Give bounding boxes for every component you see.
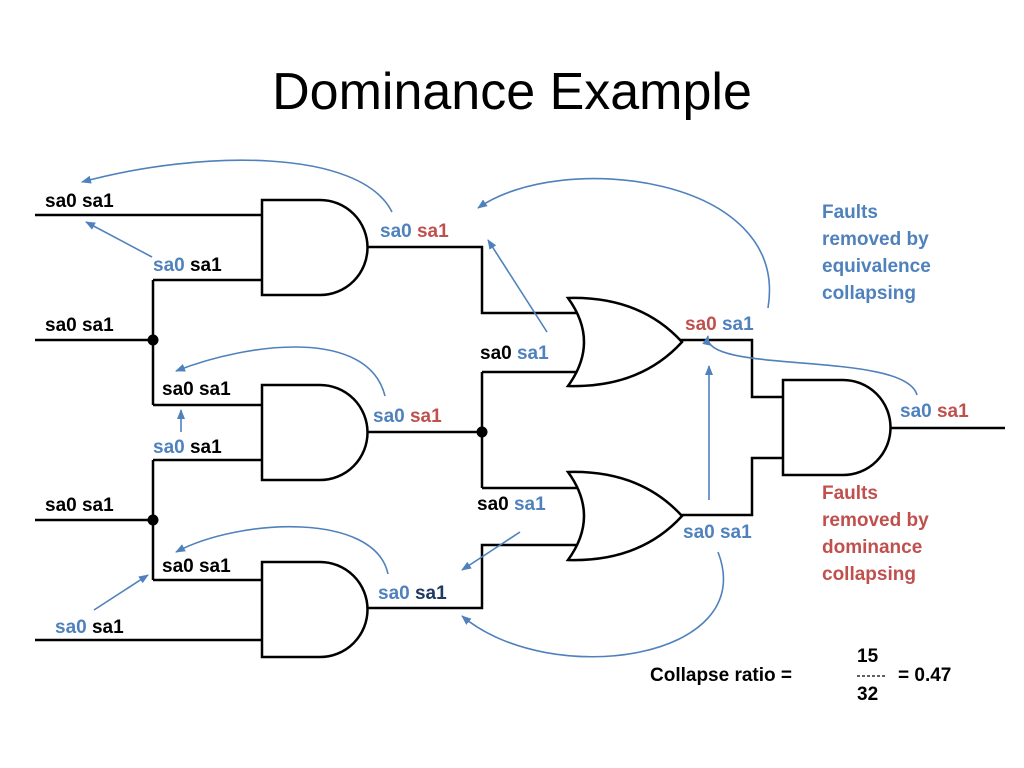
and-gate-3 [260,560,369,659]
label-input-2: sa0 sa1 [45,315,114,336]
junction-dot [147,514,159,526]
collapse-ratio-label: Collapse ratio = [650,665,793,686]
or-gate-1 [565,296,684,388]
collapse-ratio-denominator: 32 [857,684,879,705]
junction-dot [476,426,488,438]
label-or1-input-2: sa0 sa1 [480,343,549,364]
label-and1-input-2: sa0 sa1 [153,255,222,276]
and-gate-4 [781,378,892,477]
label-or2-input-1: sa0 sa1 [477,494,546,515]
label-and2-output: sa0 sa1 [373,406,442,427]
label-and3-output: sa0 sa1 [378,583,447,604]
junction-dot [147,334,159,346]
label-and1-output: sa0 sa1 [380,221,449,242]
page-title: Dominance Example [272,63,752,121]
collapse-arrows [81,159,918,658]
label-circuit-output: sa0 sa1 [900,401,969,422]
label-or2-output: sa0 sa1 [683,522,752,543]
label-or1-output: sa0 sa1 [685,314,754,335]
label-input-1: sa0 sa1 [45,191,114,212]
equivalence-note: Faults removed by equivalence collapsing [822,202,931,304]
and-gate-1 [260,198,369,297]
collapse-ratio-result: = 0.47 [898,665,952,686]
label-input-4: sa0 sa1 [55,617,124,638]
wires [35,213,1005,642]
label-input-3: sa0 sa1 [45,495,114,516]
and-gate-2 [260,383,369,482]
label-and3-input-1: sa0 sa1 [162,556,231,577]
collapse-ratio-numerator: 15 [857,646,879,667]
dominance-note: Faults removed by dominance collapsing [822,483,929,585]
or-gate-2 [565,470,684,562]
label-and2-input-1: sa0 sa1 [162,379,231,400]
label-and2-input-2: sa0 sa1 [153,437,222,458]
